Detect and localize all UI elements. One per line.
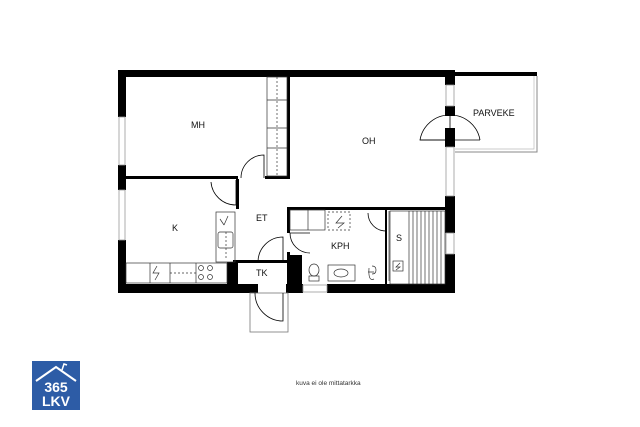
windows [118, 84, 455, 293]
room-label-et: ET [256, 213, 268, 223]
room-label-oh: OH [362, 136, 376, 146]
room-label-mh: MH [191, 120, 205, 130]
room-label-tk: TK [256, 268, 268, 278]
walls [118, 70, 455, 293]
company-logo: 365 LKV [32, 361, 80, 410]
fixtures [125, 76, 446, 285]
room-labels: MH OH PARVEKE ET K KPH S TK [172, 108, 515, 278]
svg-text:365: 365 [44, 379, 68, 395]
room-label-kph: KPH [331, 241, 350, 251]
room-label-k: K [172, 223, 178, 233]
disclaimer-note: kuva ei ole mittatarkka [296, 380, 361, 387]
room-label-s: S [396, 233, 402, 243]
room-label-parveke: PARVEKE [473, 108, 515, 118]
balcony [455, 72, 538, 153]
doors [210, 114, 481, 333]
logo-365-lkv: 365 LKV [32, 361, 80, 410]
svg-text:LKV: LKV [42, 393, 71, 409]
